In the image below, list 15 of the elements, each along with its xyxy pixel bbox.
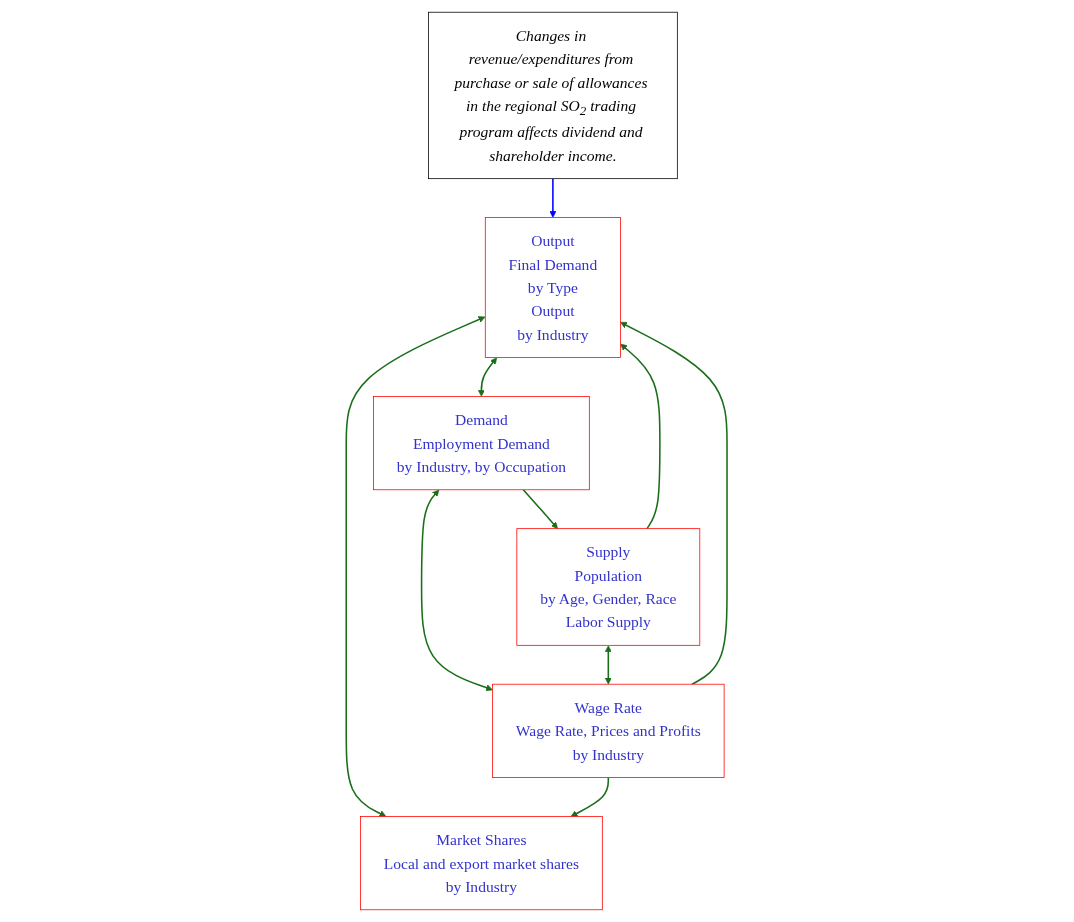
node-box: Changes in revenue/expenditures from purchase or sale of allowances in the regional SO$_{2}$ trading program affects dividend and shareholder income.: [428, 11, 679, 180]
node-box: Demand Employment Demand by Industry, by Occupation: [373, 396, 591, 491]
arrow: [605, 645, 613, 685]
arrow: [571, 776, 610, 817]
arrow: [522, 489, 559, 529]
node-box: Output Final Demand by Type Output by Industry: [485, 217, 622, 358]
arrow: [620, 343, 662, 530]
node-box: Supply Population by Age, Gender, Race Labor Supply: [516, 528, 701, 646]
arrow: [421, 489, 494, 692]
arrow: [620, 321, 729, 685]
arrow: [549, 177, 557, 218]
arrow: [345, 316, 486, 817]
arrow: [478, 357, 498, 397]
node-box: Market Shares Local and export market shares by Industry: [360, 816, 604, 911]
node-box: Wage Rate Wage Rate, Prices and Profits by Industry: [492, 683, 725, 778]
